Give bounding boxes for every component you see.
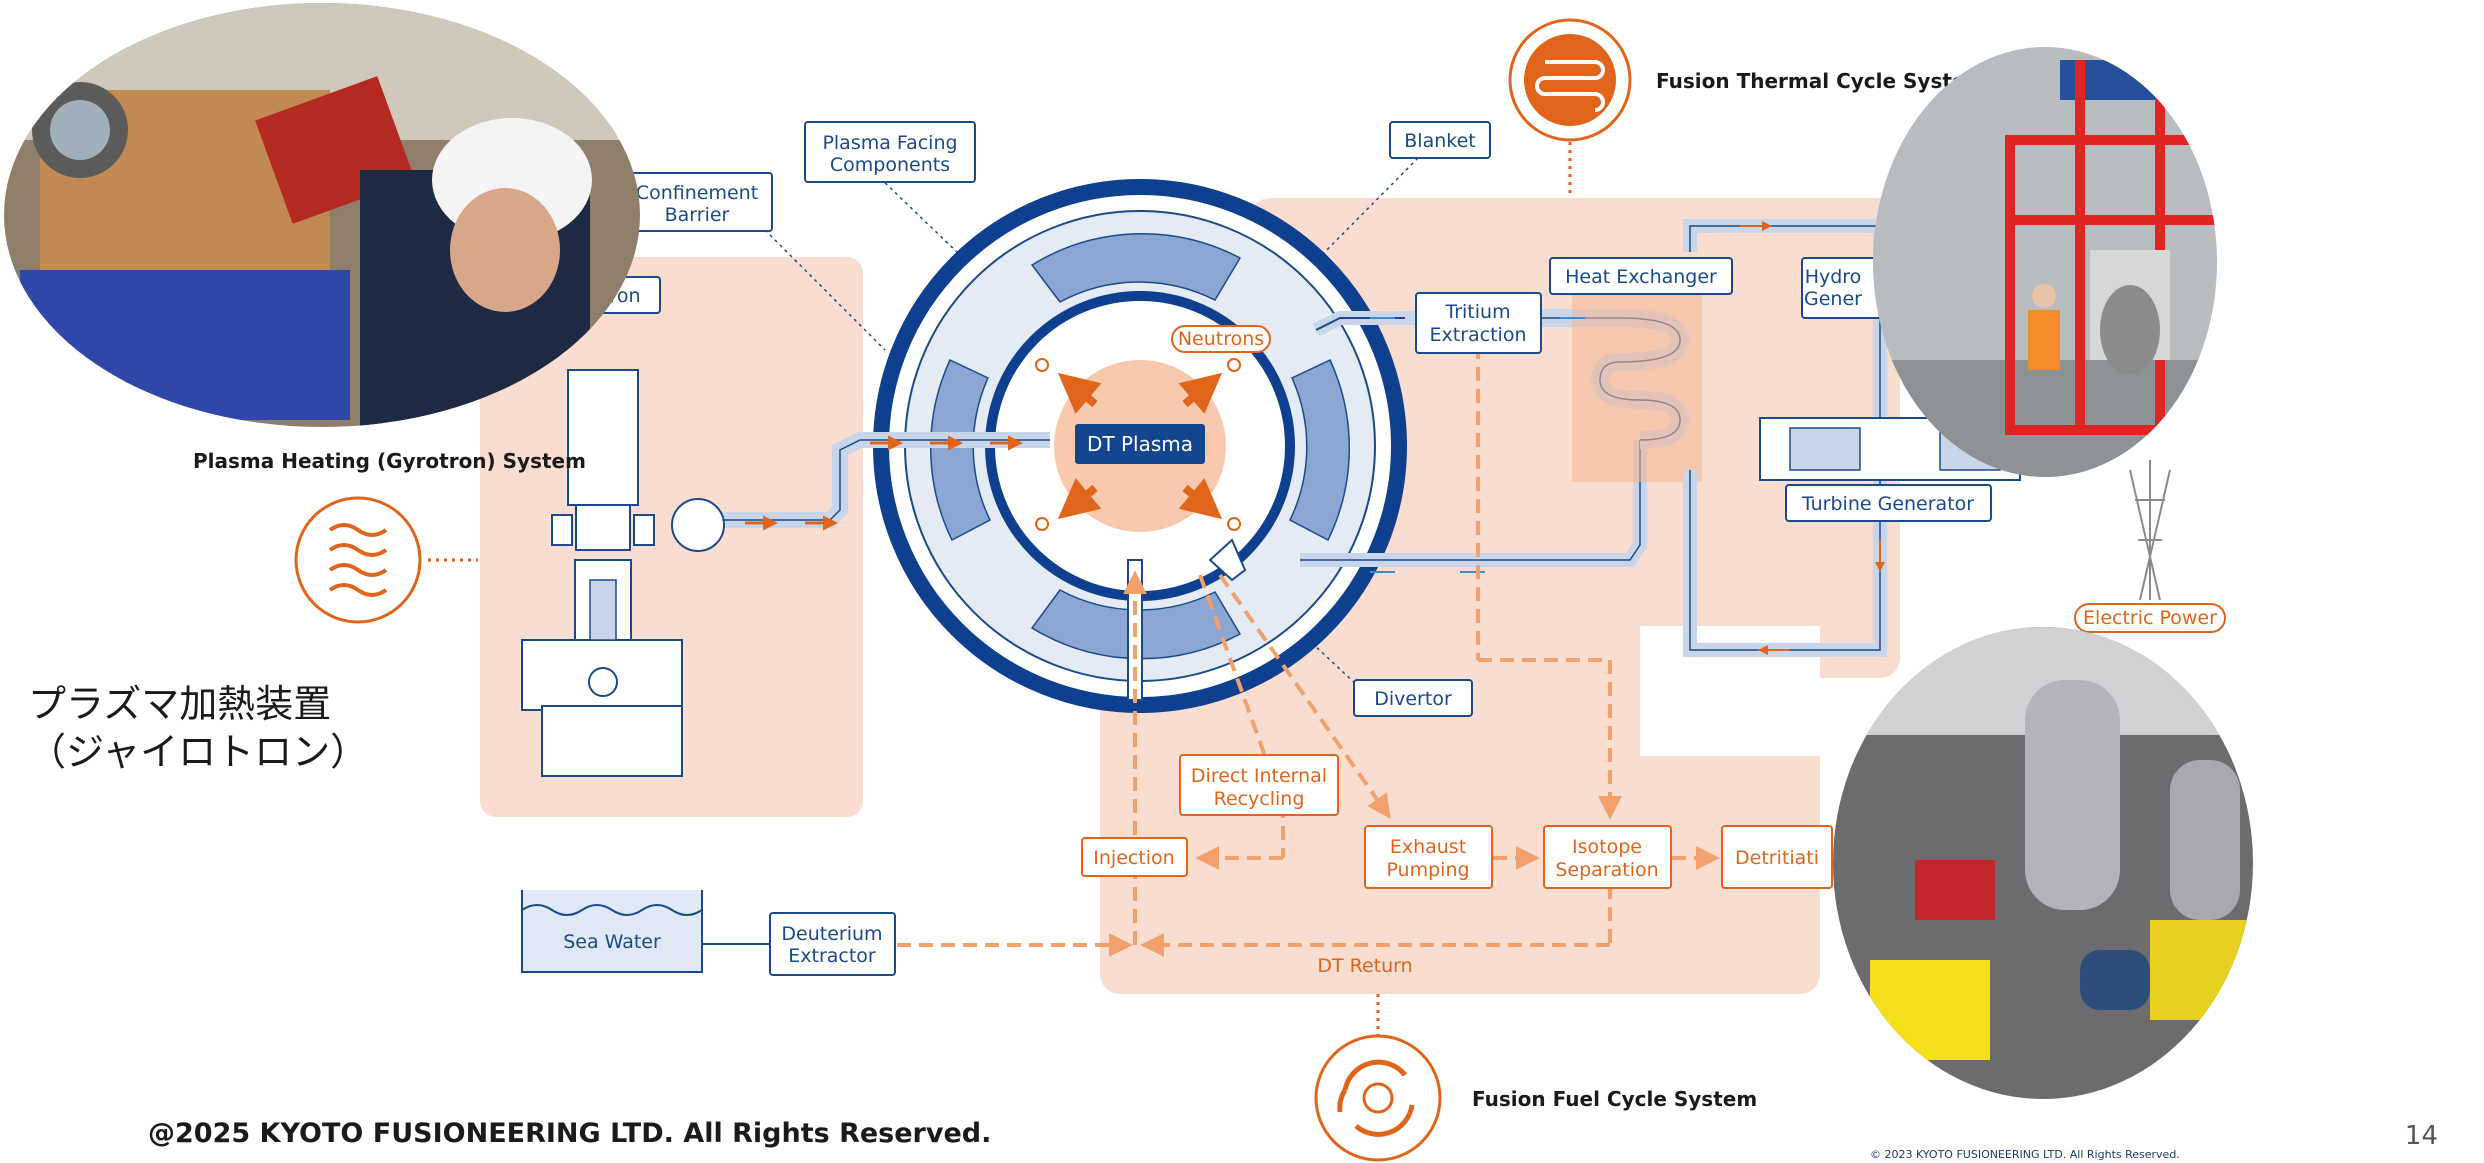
copyright-text: @2025 KYOTO FUSIONEERING LTD. All Rights… [148,1118,991,1149]
power-pylon [2129,460,2171,601]
deuterium-extractor-box [769,912,896,976]
heat-exchanger-label: Heat Exchanger [1565,266,1717,288]
plasma-facing-line1: Plasma Facing [822,132,957,154]
thermal-facility-photo [1873,47,2217,477]
sea-water-label: Sea Water [563,931,661,953]
neutrons-label: Neutrons [1178,328,1264,350]
divertor-port [1208,538,1247,582]
dt-plasma-box [1075,424,1205,464]
gyrotron-device [521,369,725,777]
plasma-facing-line2: Components [830,154,950,176]
recycle-icon [1314,1034,1442,1162]
isotope-separation-line2: Separation [1555,859,1658,881]
waves-icon [294,496,422,624]
turbine-generator-box [1785,484,1992,522]
confinement-barrier-line2: Barrier [665,204,730,226]
exhaust-pumping-line2: Pumping [1386,859,1469,881]
direct-internal-recycling-line1: Direct Internal [1191,765,1327,787]
dt-return-label: DT Return [1317,955,1412,977]
detritiation-label: Detritiati [1735,847,1819,869]
blanket-box [1389,121,1491,159]
heat-exchanger-box [1549,257,1733,295]
blanket-segments [929,233,1351,660]
detritiation-box [1721,825,1833,889]
turbine-generator-label: Turbine Generator [1801,493,1974,515]
hydrogen-generator-line1: Hydro [1805,266,1862,288]
isotope-separation-box [1543,825,1672,889]
direct-internal-recycling-line2: Recycling [1214,788,1305,810]
hydrogen-generator-line2: Gener [1804,288,1862,310]
small-copyright-text: © 2023 KYOTO FUSIONEERING LTD. All Right… [1870,1148,2180,1161]
gyrotron-photo [4,3,640,427]
divertor-box [1353,679,1473,717]
exhaust-pumping-box [1364,825,1493,889]
injection-label: Injection [1093,847,1174,869]
coil-icon [1508,18,1632,142]
heating-system-title: Plasma Heating (Gyrotron) System [193,449,586,473]
deuterium-extractor-line2: Extractor [788,945,876,967]
electric-power-badge [2074,603,2226,633]
fuel-system-title: Fusion Fuel Cycle System [1472,1087,1757,1111]
blanket-label: Blanket [1404,130,1475,152]
isotope-separation-line1: Isotope [1572,836,1642,858]
direct-internal-recycling-box [1179,754,1339,816]
divertor-label: Divertor [1374,688,1452,710]
confinement-barrier-line1: Confinement [636,182,758,204]
japanese-caption-line2: （ジャイロトロン） [28,730,369,774]
dt-plasma-label: DT Plasma [1087,432,1193,456]
plasma-facing-box [804,121,976,183]
deuterium-extractor-line1: Deuterium [781,923,882,945]
tritium-extraction-line2: Extraction [1430,324,1527,346]
thermal-system-title: Fusion Thermal Cycle System [1656,69,1986,93]
sea-water-tank [521,890,703,973]
exhaust-pumping-line1: Exhaust [1390,836,1466,858]
neutrons-badge [1171,325,1271,353]
japanese-caption: プラズマ加熱装置 （ジャイロトロン） [28,680,368,776]
page-number: 14 [2405,1121,2438,1151]
electric-power-label: Electric Power [2083,607,2217,629]
japanese-caption-line1: プラズマ加熱装置 [28,682,332,726]
injection-box [1081,837,1188,877]
fuel-facility-photo [1833,627,2253,1099]
tritium-extraction-box [1415,292,1542,354]
tritium-extraction-line1: Tritium [1444,301,1510,323]
